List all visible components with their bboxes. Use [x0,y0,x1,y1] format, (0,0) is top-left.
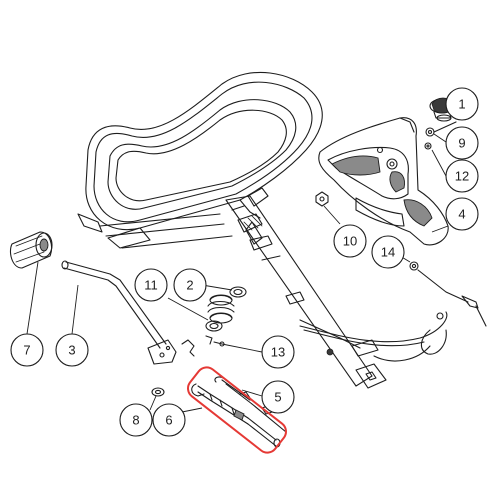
seat-frame [77,71,323,249]
callout-label: 1 [458,97,465,112]
callout-label: 14 [381,245,395,260]
callout-label: 5 [274,390,281,405]
callout-label: 9 [458,136,465,151]
callout-2: 2 [173,268,207,302]
callout-8: 8 [119,403,153,437]
callout-10: 10 [333,224,367,258]
callout-11: 11 [134,268,168,302]
main-column [225,195,387,389]
callout-label: 3 [68,343,75,358]
callout-label: 6 [165,413,172,428]
callout-label: 2 [186,278,193,293]
callout-label: 8 [132,413,139,428]
callout-label: 4 [458,207,465,222]
callout-5: 5 [261,380,295,414]
callout-1: 1 [445,87,479,121]
clip-13 [181,335,225,357]
callout-label: 12 [455,169,469,184]
linkage-rod-6 [191,383,281,448]
callout-6: 6 [152,403,186,437]
highlight-frame [187,366,287,454]
callout-13: 13 [261,335,295,369]
callout-9: 9 [445,126,479,160]
callout-label: 7 [23,343,30,358]
knob-sleeve-7 [9,231,53,269]
callout-label: 11 [144,278,158,293]
console-housing [318,117,449,246]
leader-lines [26,95,457,413]
callout-label: 10 [343,234,357,249]
callout-14: 14 [371,235,405,269]
callout-4: 4 [445,197,479,231]
nut-10 [315,191,329,207]
cable-assembly [299,261,487,362]
callout-3: 3 [55,333,89,367]
washer-8 [151,387,165,397]
callout-label: 13 [271,345,285,360]
spring-assembly [205,286,247,332]
lever-3 [61,260,177,365]
callout-12: 12 [445,159,479,193]
callout-7: 7 [10,333,44,367]
